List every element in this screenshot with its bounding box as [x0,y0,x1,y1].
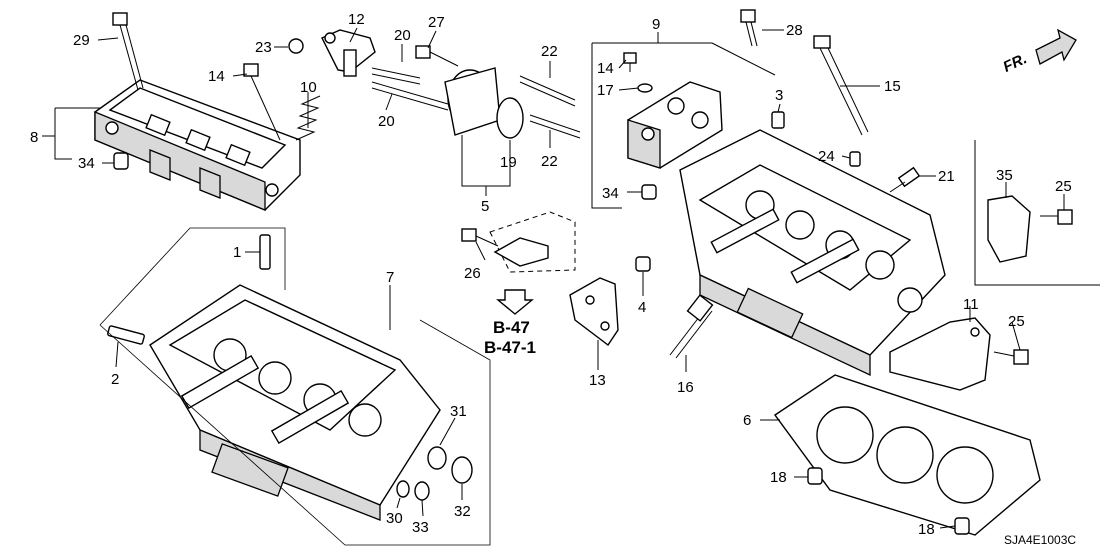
callout-23: 23 [255,39,272,56]
bracket-11-part [889,317,991,391]
reference-arrow [496,289,534,315]
spool-valve-part [444,67,501,136]
o-ring-19-part [496,97,524,139]
callout-9: 9 [652,16,660,33]
callout-15: 15 [884,78,901,95]
callout-1: 1 [233,244,241,261]
front-direction-label: FR. [1001,50,1030,76]
callout-31: 31 [450,403,467,420]
callout-27: 27 [428,14,445,31]
reference-b47: B-47 [493,318,530,337]
bolt-25-part [993,349,1029,365]
callout-18-lower: 18 [918,521,935,538]
right-cylinder-head-part [679,129,946,377]
dowel-pin-34-part [113,152,129,170]
head-gasket-part [774,374,1041,536]
stud-22-part [519,75,581,139]
callout-numbers: 29 14 10 8 34 12 23 20 27 20 19 5 22 22 … [30,11,1076,547]
callout-8: 8 [30,129,38,146]
callout-3: 3 [775,87,783,104]
plug-3-part [771,111,785,129]
bolt-14-right-part [623,52,637,72]
callout-16: 16 [677,379,694,396]
callout-20-lower: 20 [378,113,395,130]
callout-25: 25 [1008,313,1025,330]
callout-2: 2 [111,371,119,388]
callout-35: 35 [996,167,1013,184]
callout-13: 13 [589,372,606,389]
camshaft-holder-9-part [591,42,723,209]
callout-22-lower: 22 [541,153,558,170]
bracket-13-part [569,277,619,347]
reference-b47-1: B-47-1 [484,338,536,357]
seal-30-part [396,480,410,498]
camshaft-holder-part [94,79,301,211]
callout-14: 14 [208,68,225,85]
callout-10: 10 [300,79,317,96]
bracket-12-part [321,29,376,77]
bolt-29-part [112,12,144,91]
callout-22: 22 [541,43,558,60]
dowel-18-lower-part [954,517,970,535]
left-cylinder-head-part [149,284,441,521]
leader-lines [42,27,1065,529]
dowel-18-part [807,467,823,485]
callout-32: 32 [454,503,471,520]
dowel-2-part [107,325,145,345]
bracket-26-part [461,211,576,273]
nut-23-part [288,38,304,54]
callout-25-inset: 25 [1055,178,1072,195]
callout-11: 11 [963,296,979,313]
seal-32-part [451,456,473,484]
left-head-outline [99,227,286,326]
inset-bracket-panel [974,140,1100,286]
dowel-pin-34-right-part [641,184,657,200]
callout-4: 4 [638,299,646,316]
callout-34-right: 34 [602,185,619,202]
stud-20-part [371,67,449,111]
callout-30: 30 [386,510,403,527]
callout-5: 5 [481,198,489,215]
callout-7: 7 [386,269,394,286]
front-direction-arrow [1035,28,1077,65]
callout-29: 29 [73,32,90,49]
callout-20: 20 [394,27,411,44]
dowel-24-part [849,151,861,167]
dowel-1-part [259,234,271,270]
diagram-code: SJA4E1003C [1004,533,1076,547]
left-head-outline-lower [99,319,491,546]
spark-plug-16-part [669,294,714,359]
bolt-27-part [415,45,459,67]
bolt-14-part [243,63,281,141]
callout-24: 24 [818,148,835,165]
callout-28: 28 [786,22,803,39]
seal-31-part [427,446,447,470]
plug-4-part [635,256,651,272]
seal-33-part [414,481,430,501]
sensor-21-part [889,166,921,193]
washer-17-part [637,83,653,93]
callout-17: 17 [597,82,614,99]
bolt-15-part [813,35,869,136]
callout-19: 19 [500,154,517,171]
callout-18: 18 [770,469,787,486]
callout-33: 33 [412,519,429,536]
bolt-28-part [740,9,758,47]
callout-14-right: 14 [597,60,614,77]
callout-12: 12 [348,11,365,28]
callout-6: 6 [743,412,751,429]
callout-34: 34 [78,155,95,172]
callout-21: 21 [938,168,955,185]
callout-26: 26 [464,265,481,282]
